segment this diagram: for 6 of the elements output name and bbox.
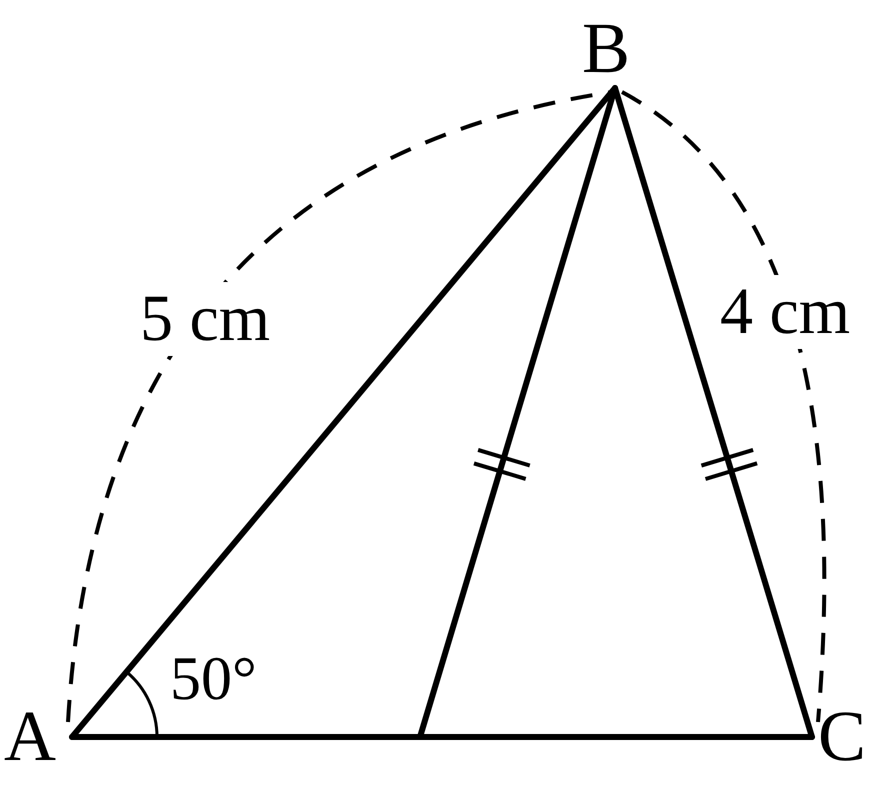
triangle-side — [69, 734, 815, 740]
vertex-label: B — [582, 12, 630, 84]
angle-label: 50° — [170, 648, 257, 710]
vertex-label: A — [4, 700, 56, 772]
length-label: 4 cm — [718, 275, 852, 349]
vertex-label: C — [818, 700, 866, 772]
